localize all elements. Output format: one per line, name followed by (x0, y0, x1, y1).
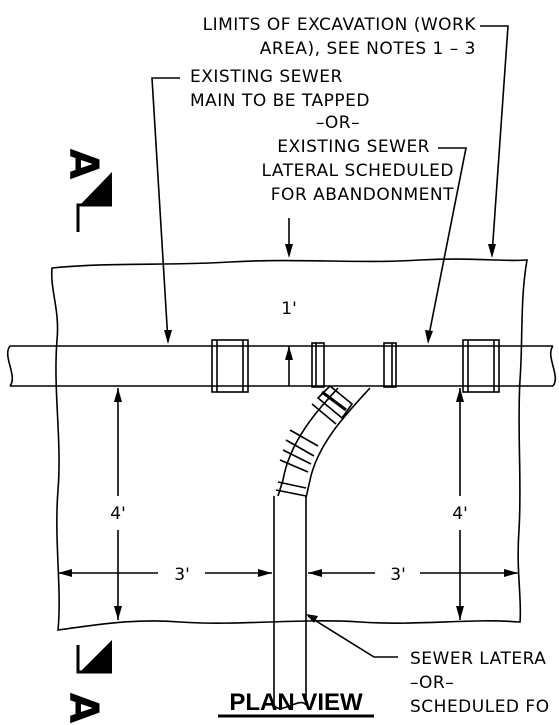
section-letter-top: A (60, 149, 106, 180)
wye-fitting (311, 342, 397, 388)
excavation-label-line2: AREA), SEE NOTES 1 – 3 (260, 39, 476, 59)
dimension-1ft (285, 346, 293, 386)
dimension-4ft-left (114, 388, 122, 620)
main-label-line1: EXISTING SEWER (190, 67, 343, 87)
section-letter-bottom: A (60, 693, 106, 724)
dimension-4ft-right-text: 4' (452, 504, 468, 524)
dimension-3ft-right (308, 569, 518, 577)
leader-main (151, 77, 180, 344)
main-label-line2: MAIN TO BE TAPPED (190, 91, 370, 111)
excavation-label-line1: LIMITS OF EXCAVATION (WORK (203, 15, 477, 35)
new-lateral-label-or: –OR– (410, 673, 454, 693)
dimension-4ft-right (456, 388, 464, 620)
new-lateral-label-line3: SCHEDULED FO (410, 697, 550, 717)
section-marker-bottom: A (60, 640, 112, 724)
section-marker-top: A (60, 149, 112, 232)
excavation-boundary (50, 258, 528, 631)
main-label-or: –OR– (316, 113, 360, 133)
leader-lateral (425, 147, 467, 344)
left-coupling (211, 339, 249, 393)
leader-new-lateral (306, 614, 398, 658)
dimension-4ft-left-text: 4' (110, 504, 126, 524)
view-title: PLAN VIEW (229, 689, 363, 716)
leader-boundary-top (285, 218, 293, 258)
new-lateral-label-line1: SEWER LATERA (410, 649, 546, 669)
lateral-branch (275, 384, 371, 499)
sewer-main-pipe (6, 345, 557, 387)
leader-excavation (480, 25, 509, 258)
dimension-1ft-text: 1' (281, 299, 297, 319)
lateral-label-line2: LATERAL SCHEDULED (262, 161, 454, 181)
dimension-3ft-left (58, 569, 272, 577)
dimension-3ft-right-text: 3' (390, 565, 406, 585)
new-sewer-lateral-pipe (273, 496, 307, 710)
lateral-label-line1: EXISTING SEWER (277, 137, 430, 157)
dimension-3ft-left-text: 3' (174, 565, 190, 585)
lateral-label-line3: FOR ABANDONMENT (271, 185, 454, 205)
right-coupling (462, 339, 500, 393)
